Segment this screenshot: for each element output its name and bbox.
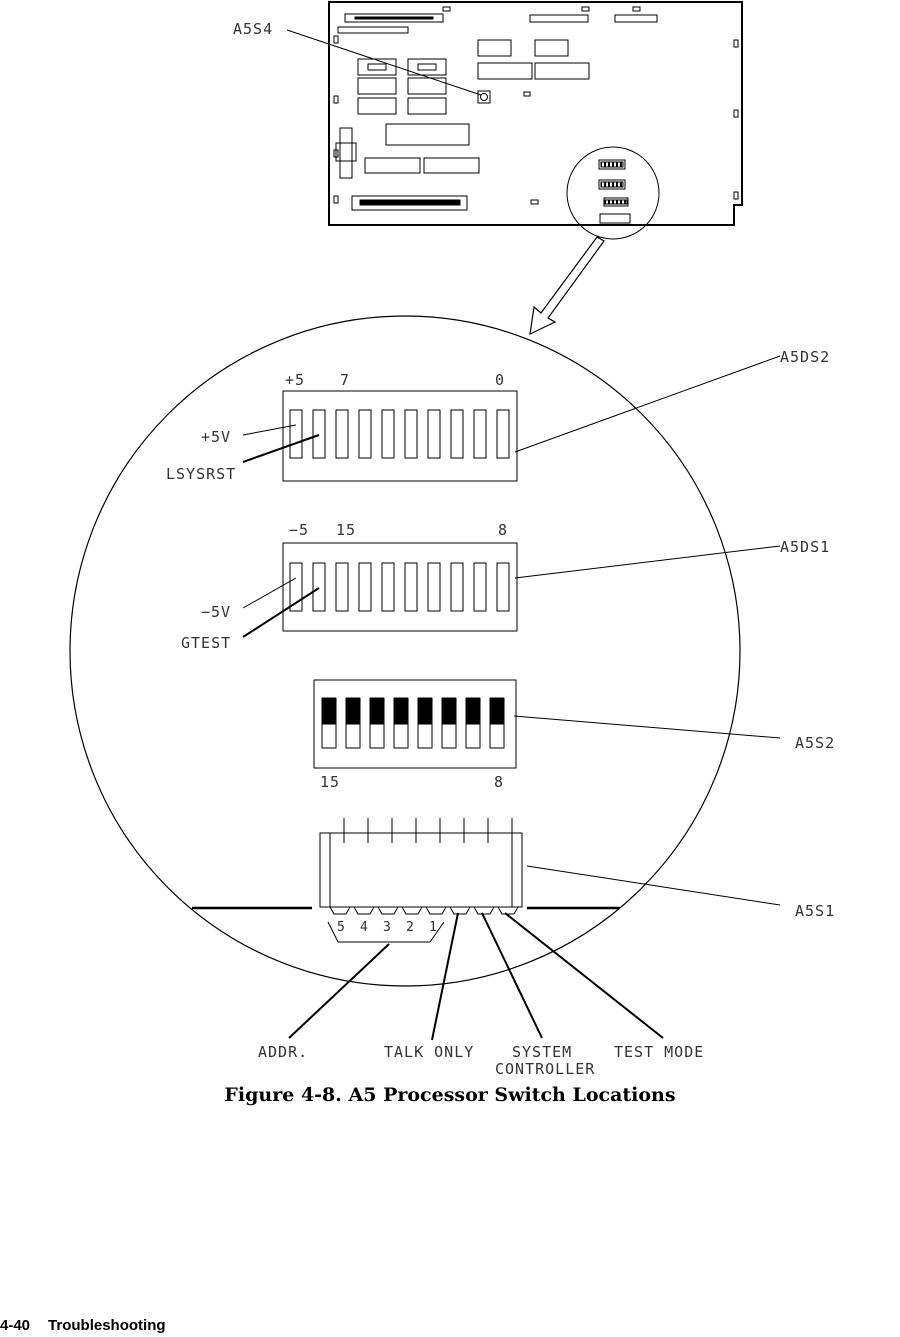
lsysrst-leader	[242, 434, 320, 463]
a5ds2-leader	[514, 355, 781, 453]
controller-label: CONTROLLER	[495, 1060, 595, 1078]
talk-only-leader	[431, 912, 459, 1041]
minus5v-label: −5V	[201, 603, 231, 621]
zoom-arrow	[529, 236, 605, 336]
a5ds2-led-bank	[282, 390, 518, 482]
addr-label: ADDR.	[258, 1043, 308, 1061]
section-name: Troubleshooting	[48, 1317, 166, 1334]
a5s1-switch-4: 4	[360, 920, 368, 935]
plus5v-leader	[242, 424, 297, 436]
a5s1-label: A5S1	[795, 902, 835, 920]
a5s4-leader	[286, 29, 482, 96]
processor-board	[328, 1, 743, 240]
a5ds1-led-bank	[282, 542, 518, 632]
a5s2-label: A5S2	[795, 734, 835, 752]
a5ds2-label: A5DS2	[780, 348, 830, 366]
a5s1-switch-1: 1	[429, 920, 437, 935]
gtest-label: GTEST	[181, 634, 231, 652]
a5s2-scale-left: 15	[320, 773, 340, 791]
addr-bracket	[327, 921, 445, 943]
a5ds2-scale-right: 0	[495, 371, 505, 389]
test-mode-label: TEST MODE	[614, 1043, 704, 1061]
a5s1-leader	[526, 865, 781, 906]
plus5v-label: +5V	[201, 428, 231, 446]
a5s1-switch	[319, 818, 523, 915]
a5ds2-scale-mid: 7	[340, 371, 350, 389]
a5ds2-scale-left: +5	[285, 371, 305, 389]
a5s1-switch-2: 2	[406, 920, 414, 935]
test-mode-leader	[504, 912, 664, 1039]
talk-only-label: TALK ONLY	[384, 1043, 474, 1061]
a5ds1-leader	[514, 545, 781, 579]
addr-leader	[288, 943, 390, 1039]
figure-caption: Figure 4-8. A5 Processor Switch Location…	[224, 1084, 676, 1106]
a5s1-switch-5: 5	[337, 920, 345, 935]
page-number: 4-40	[0, 1317, 31, 1334]
lsysrst-label: LSYSRST	[166, 465, 236, 483]
page-footer: 4-40 Troubleshooting	[0, 1317, 184, 1334]
system-label: SYSTEM	[512, 1043, 572, 1061]
a5ds1-scale-mid: 15	[336, 521, 356, 539]
a5ds1-scale-left: −5	[289, 521, 309, 539]
a5s2-leader	[513, 715, 781, 739]
a5ds1-scale-right: 8	[498, 521, 508, 539]
a5ds1-label: A5DS1	[780, 538, 830, 556]
gtest-leader	[242, 587, 320, 638]
a5s2-scale-right: 8	[494, 773, 504, 791]
system-controller-leader	[481, 912, 543, 1039]
a5s1-switch-3: 3	[383, 920, 391, 935]
a5s2-dip-switch	[313, 679, 517, 769]
magnified-view-circle	[69, 315, 741, 987]
a5s4-label: A5S4	[233, 20, 273, 38]
minus5v-leader	[242, 577, 297, 609]
